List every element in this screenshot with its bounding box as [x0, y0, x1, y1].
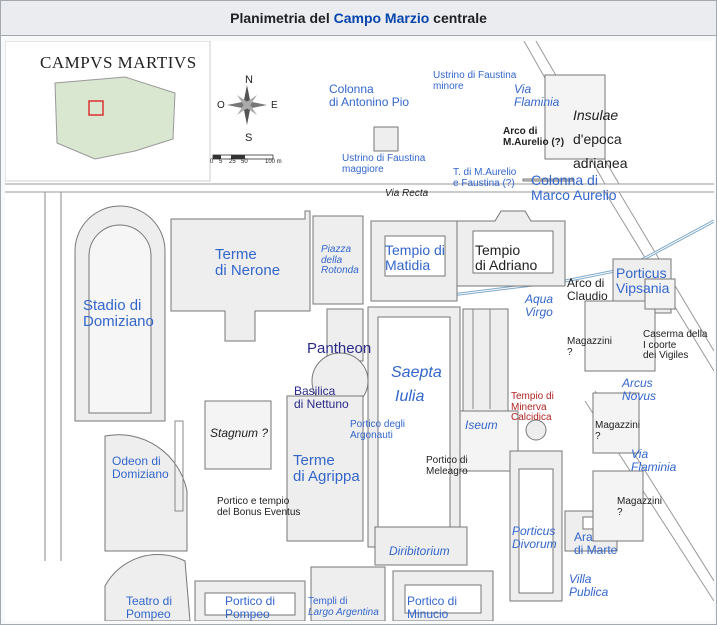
insulae-shape	[544, 74, 606, 160]
buildings	[74, 74, 676, 621]
caption-text: Planimetria del	[230, 10, 334, 26]
caption-link-campo-marzio[interactable]: Campo Marzio	[333, 10, 430, 26]
compass-s: S	[245, 132, 253, 144]
map-canvas: CAMPVS MARTIVS N S E O 0 5 25 50 100 m C…	[5, 41, 714, 621]
label-stagnum: Stagnum ?	[210, 426, 269, 440]
label-magazzini-2: Magazzini?	[595, 420, 641, 442]
colonna-antonino-base	[373, 126, 399, 152]
compass-rose-icon	[227, 85, 267, 125]
terme-agrippa-shape	[286, 395, 364, 542]
inset-highlight	[88, 100, 104, 116]
caption-suffix: centrale	[429, 10, 487, 26]
minor-lines	[44, 192, 491, 561]
piazza-rotonda-shape	[312, 215, 364, 305]
compass-o: O	[217, 100, 225, 111]
label-via-recta: Via Recta	[385, 188, 429, 199]
pantheon-porch	[326, 308, 364, 362]
label-iseum[interactable]: Iseum	[465, 418, 498, 432]
inset-box	[5, 41, 274, 182]
scale-0: 0	[210, 159, 214, 165]
map-drawing	[5, 41, 714, 621]
scale-25: 25	[229, 159, 236, 165]
label-diribitorium[interactable]: Diribitorium	[389, 544, 450, 558]
teatro-pompeo-shape	[104, 554, 191, 621]
stagnum-shape	[204, 400, 272, 470]
via-recta-road	[5, 183, 714, 193]
diribitorium-shape	[374, 526, 468, 566]
label-pantheon[interactable]: Pantheon	[307, 340, 372, 357]
compass-n: N	[245, 74, 253, 86]
map-caption: Planimetria del Campo Marzio centrale	[1, 1, 716, 36]
scale-5: 5	[219, 159, 223, 165]
terme-nerone-shape	[170, 210, 311, 342]
inset-city-area	[54, 76, 176, 160]
tempio-minerva-shape	[525, 419, 547, 441]
scale-100: 100 m	[265, 159, 282, 165]
label-magazzini-1: Magazzini?	[567, 336, 613, 358]
scale-bar	[212, 154, 274, 160]
scale-50: 50	[241, 159, 248, 165]
compass-e: E	[271, 100, 278, 111]
label-magazzini-3: Magazzini?	[617, 496, 663, 518]
odeon-shape	[104, 434, 188, 552]
inset-title: CAMPVS MARTIVS	[40, 53, 197, 72]
templi-argentina-shape	[310, 566, 386, 621]
